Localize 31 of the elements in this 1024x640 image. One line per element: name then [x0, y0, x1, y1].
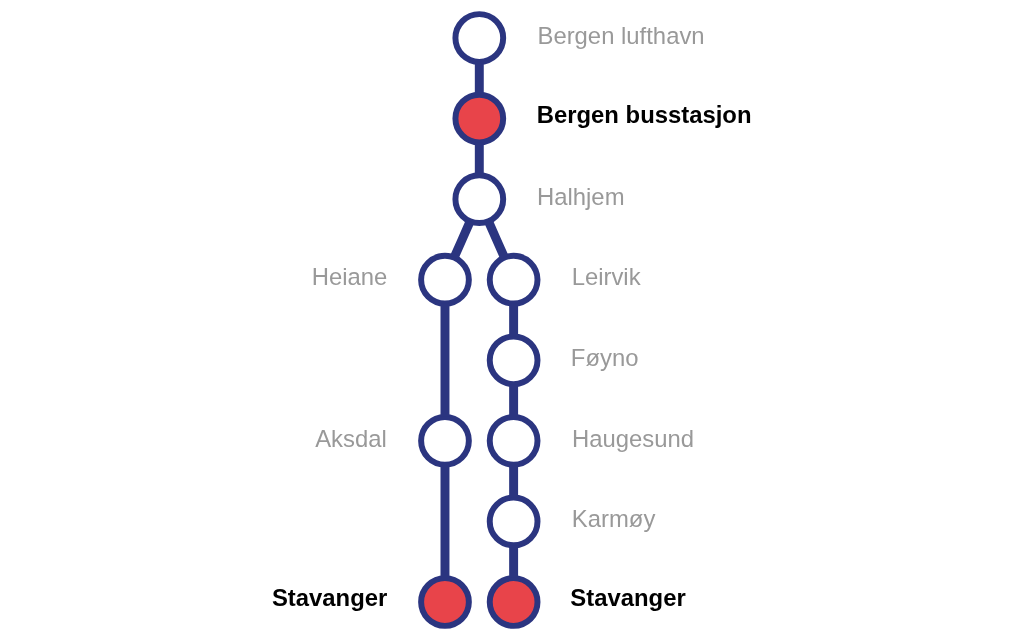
node-circle	[417, 414, 472, 468]
node-circle	[486, 575, 540, 629]
connector	[440, 465, 449, 578]
node-label: Stavanger	[271, 584, 387, 612]
node-circle	[451, 172, 506, 226]
connector	[508, 464, 518, 498]
node-circle	[486, 414, 540, 468]
node-label: Haugesund	[571, 424, 694, 452]
node-label: Karmøy	[571, 505, 655, 533]
node-label: Halhjem	[536, 182, 625, 210]
node-label: Leirvik	[571, 263, 641, 291]
connector	[474, 142, 484, 175]
connector	[440, 303, 449, 417]
node-circle	[486, 333, 540, 388]
node-label: Heiane	[311, 263, 387, 291]
node-label: Føyno	[570, 343, 638, 371]
connector	[474, 61, 484, 95]
node-label: Bergen lufthavn	[536, 21, 705, 49]
node-circle	[486, 252, 540, 307]
node-label: Bergen busstasjon	[536, 100, 752, 128]
node-circle	[451, 11, 506, 65]
node-circle	[417, 575, 472, 629]
node-circle	[417, 252, 472, 307]
node-circle	[451, 91, 506, 146]
connector	[483, 219, 508, 260]
node-circle	[486, 494, 540, 549]
node-label: Aksdal	[314, 424, 387, 452]
connector	[508, 303, 518, 337]
node-label: Stavanger	[569, 584, 686, 612]
connector	[449, 219, 474, 260]
connector	[508, 545, 518, 578]
